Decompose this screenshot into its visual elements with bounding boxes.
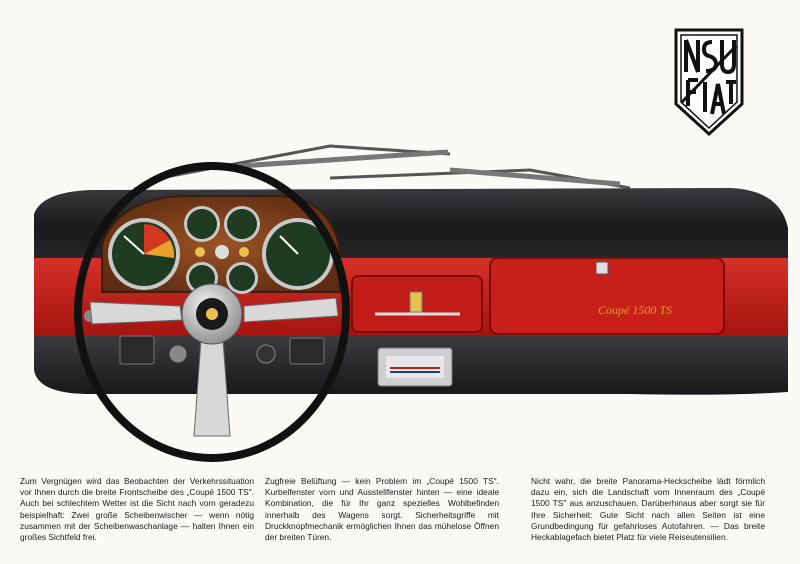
- tachometer-gauge: [108, 218, 180, 290]
- windscreen-wipers: [159, 144, 631, 190]
- dashboard-illustration: Coupé 1500 TS: [30, 140, 792, 466]
- steering-wheel: [74, 162, 350, 462]
- body-text-columns: Zum Vergnügen wird das Beobachten der Ve…: [20, 476, 780, 556]
- nsu-fiat-logo: [672, 26, 746, 138]
- model-badge: Coupé 1500 TS: [598, 303, 672, 317]
- text-column-1: Zum Vergnügen wird das Beobachten der Ve…: [20, 476, 254, 543]
- text-column-2: Zugfreie Belüftung — kein Problem im „Co…: [265, 476, 499, 543]
- small-gauges: [184, 206, 260, 294]
- speedometer-gauge: [262, 218, 334, 290]
- glovebox-lid: [489, 257, 725, 335]
- text-column-3: Nicht wahr, die breite Panorama-Hecksche…: [531, 476, 765, 543]
